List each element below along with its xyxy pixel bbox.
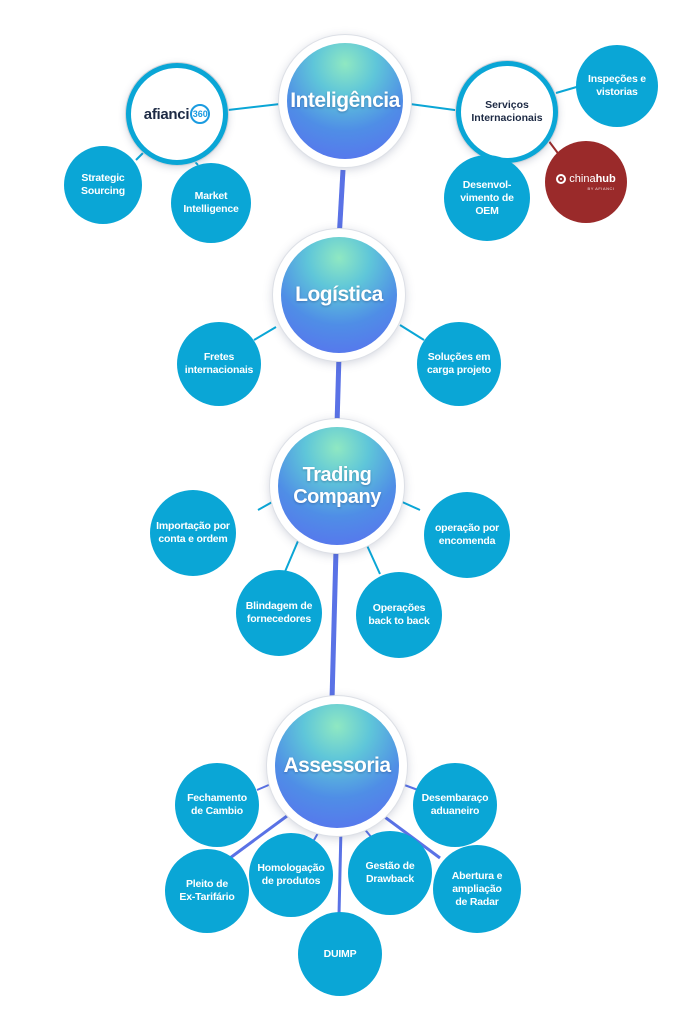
- spine-line: [329, 549, 339, 701]
- node-pleito-ex-tarifario: Pleito de Ex-Tarifário: [165, 849, 249, 933]
- hub-label: Assessoria: [275, 704, 399, 828]
- connector-line: [283, 540, 299, 575]
- hub-label: Trading Company: [278, 427, 396, 545]
- node-homologacao-produtos: Homologação de produtos: [249, 833, 333, 917]
- connector-line: [227, 103, 281, 111]
- node-fechamento-cambio: Fechamento de Cambio: [175, 763, 259, 847]
- afianci-logo: afianci 360: [143, 104, 211, 124]
- node-gestao-drawback: Gestão de Drawback: [348, 831, 432, 915]
- node-duimp: DUIMP: [298, 912, 382, 996]
- hub-label: Logística: [281, 237, 397, 353]
- chinahub-subtitle: BY AFIANCI: [587, 186, 615, 191]
- connector-line: [253, 326, 277, 341]
- afianci-logo-circle: afianci 360: [126, 63, 228, 165]
- node-operacoes-back-to-back: Operações back to back: [356, 572, 442, 658]
- badge-360-icon: 360: [190, 104, 211, 124]
- connector-line: [229, 814, 288, 860]
- spine-line: [334, 354, 342, 426]
- node-blindagem-fornecedores: Blindagem de fornecedores: [236, 570, 322, 656]
- connector-line: [364, 540, 381, 575]
- chinahub-text-light: china: [569, 173, 596, 185]
- node-market-intelligence: Market Intelligence: [171, 163, 251, 243]
- node-importacao-conta-ordem: Importação por conta e ordem: [150, 490, 236, 576]
- servicos-internacionais-label: Serviços Internacionais: [471, 99, 543, 124]
- spine-line: [336, 169, 346, 241]
- node-fretes-internacionais: Fretes internacionais: [177, 322, 261, 406]
- node-desembaraco-aduaneiro: Desembaraço aduaneiro: [413, 763, 497, 847]
- chinahub-text-bold: hub: [595, 173, 616, 185]
- chinahub-icon: [556, 174, 567, 184]
- connector-line: [399, 500, 421, 511]
- hub-inteligencia: Inteligência: [279, 35, 411, 167]
- afianci-logo-text: afianci: [143, 105, 190, 123]
- hub-logistica: Logística: [273, 229, 405, 361]
- node-inspecoes-vistorias: Inspeções e vistorias: [576, 45, 658, 127]
- connector-line: [409, 103, 463, 112]
- hub-label: Inteligência: [287, 43, 403, 159]
- node-strategic-sourcing: Strategic Sourcing: [64, 146, 142, 224]
- node-solucoes-carga-projeto: Soluções em carga projeto: [417, 322, 501, 406]
- hub-label-line: Trading: [302, 464, 372, 486]
- connector-line: [399, 324, 425, 341]
- servicos-internacionais-circle: Serviços Internacionais: [456, 61, 558, 163]
- connector-line: [337, 827, 343, 916]
- node-operacao-encomenda: operação por encomenda: [424, 492, 510, 578]
- hub-trading-company: Trading Company: [270, 419, 404, 553]
- hub-label-line: Company: [293, 486, 381, 508]
- hub-assessoria: Assessoria: [267, 696, 407, 836]
- node-desenvolvimento-oem: Desenvol- vimento de OEM: [444, 155, 530, 241]
- node-abertura-radar: Abertura e ampliação de Radar: [433, 845, 521, 933]
